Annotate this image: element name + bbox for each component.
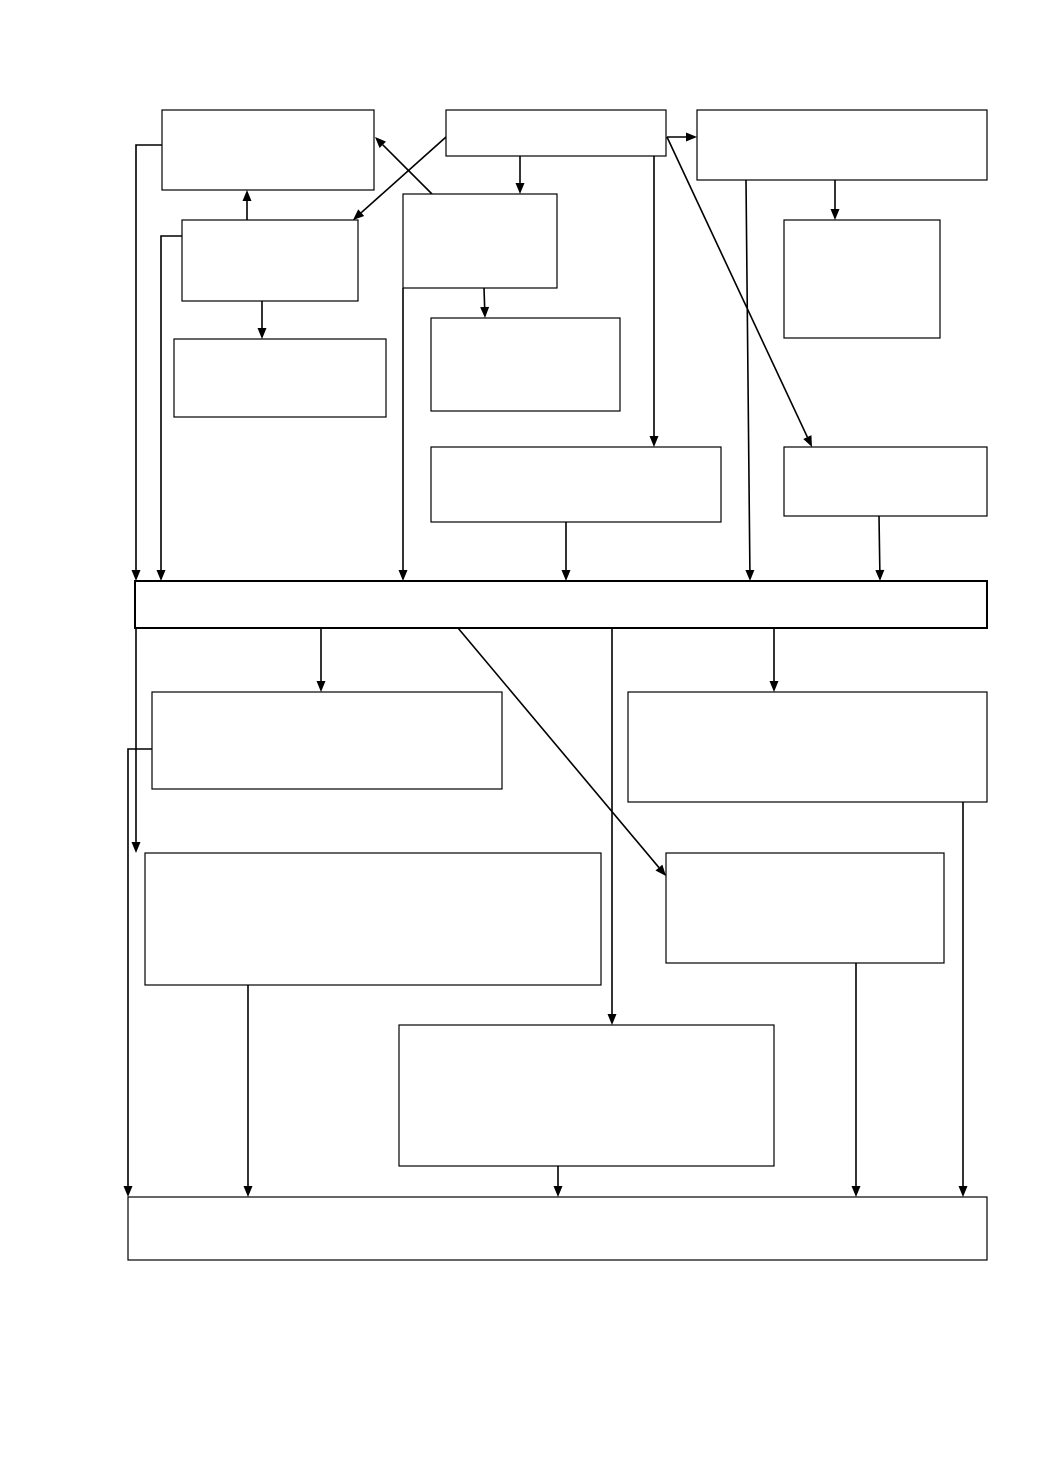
- arrowhead-icon: [875, 569, 885, 581]
- node-n3: [696, 109, 988, 181]
- node-box-n8: [783, 219, 941, 339]
- arrowhead-icon: [375, 137, 386, 148]
- nodes-layer: [127, 109, 988, 1261]
- arrowhead-icon: [553, 1186, 563, 1197]
- arrowhead-icon: [745, 569, 755, 581]
- node-n17: [127, 1196, 988, 1261]
- edge-n13-to-n17: [958, 802, 968, 1197]
- node-box-n9: [430, 446, 722, 523]
- node-n4: [181, 219, 359, 302]
- node-n1: [161, 109, 375, 191]
- arrowhead-icon: [655, 864, 666, 876]
- edge-n2-to-n1: [353, 136, 447, 220]
- arrowhead-icon: [515, 183, 525, 194]
- edge-n4-to-n1: [242, 190, 252, 220]
- node-box-n13: [627, 691, 988, 803]
- edge-n3-to-n8: [830, 180, 840, 220]
- node-n6: [173, 338, 387, 418]
- node-box-n5: [402, 193, 558, 289]
- node-box-n1: [161, 109, 375, 191]
- node-n14: [144, 852, 602, 986]
- node-n12: [151, 691, 503, 790]
- arrowhead-icon: [243, 1186, 253, 1197]
- node-box-n12: [151, 691, 503, 790]
- edge-n11-to-n12: [316, 628, 326, 692]
- arrowhead-icon: [257, 328, 267, 339]
- node-n13: [627, 691, 988, 803]
- edge-line: [878, 515, 881, 571]
- arrowhead-icon: [398, 570, 408, 581]
- edge-n15-to-n17: [851, 963, 861, 1197]
- node-n5: [402, 193, 558, 289]
- node-box-n15: [665, 852, 945, 964]
- edge-n11-to-n14: [131, 628, 141, 853]
- arrowhead-icon: [316, 681, 326, 692]
- edge-line: [483, 287, 486, 308]
- node-n15: [665, 852, 945, 964]
- node-n9: [430, 446, 722, 523]
- node-box-n14: [144, 852, 602, 986]
- node-box-n16: [398, 1024, 775, 1167]
- edge-n10-to-n11: [875, 515, 885, 581]
- edge-n11-to-n13: [769, 628, 779, 692]
- arrowhead-icon: [353, 209, 365, 220]
- edge-n4-to-n11: [156, 235, 182, 581]
- edge-n12-to-n17: [123, 748, 152, 1197]
- node-box-n7: [430, 317, 621, 412]
- edge-line: [666, 136, 809, 438]
- edge-n5-to-n11: [398, 288, 408, 581]
- edge-n2-to-n5: [515, 156, 525, 194]
- node-box-n3: [696, 109, 988, 181]
- node-n8: [783, 219, 941, 339]
- edge-line: [127, 748, 152, 1186]
- edge-line: [745, 179, 751, 571]
- edges-layer: [123, 132, 968, 1197]
- arrowhead-icon: [649, 436, 659, 447]
- edge-n14-to-n17: [243, 985, 253, 1197]
- node-box-n2: [445, 109, 667, 157]
- edge-line: [360, 136, 447, 214]
- edge-line: [382, 144, 433, 195]
- node-box-n10: [783, 446, 988, 517]
- edge-n2-to-n10: [666, 136, 812, 447]
- arrowhead-icon: [851, 1186, 861, 1197]
- edge-line: [457, 627, 660, 869]
- node-box-n11: [134, 580, 988, 629]
- arrowhead-icon: [131, 842, 141, 853]
- arrowhead-icon: [830, 209, 840, 220]
- arrowhead-icon: [123, 1186, 133, 1197]
- node-n10: [783, 446, 988, 517]
- arrowhead-icon: [769, 681, 779, 692]
- arrowhead-icon: [958, 1186, 968, 1197]
- edge-n16-to-n17: [553, 1166, 563, 1197]
- edge-n11-to-n15: [457, 627, 666, 876]
- edge-n2-to-n4: [375, 137, 433, 195]
- edge-n9-to-n11: [561, 522, 571, 581]
- arrowhead-icon: [686, 132, 697, 142]
- edge-n2-to-n3: [667, 132, 697, 142]
- arrowhead-icon: [561, 570, 571, 581]
- node-n7: [430, 317, 621, 412]
- arrowhead-icon: [480, 306, 490, 318]
- node-box-n4: [181, 219, 359, 302]
- edge-n11-to-n16: [607, 628, 617, 1025]
- arrowhead-icon: [156, 570, 166, 581]
- arrowhead-icon: [131, 570, 141, 581]
- node-n2: [445, 109, 667, 157]
- edge-n5-to-n7: [480, 287, 490, 318]
- edge-line: [160, 235, 182, 570]
- arrowhead-icon: [607, 1014, 617, 1025]
- node-n11: [134, 580, 988, 629]
- edge-n4-to-n6: [257, 301, 267, 339]
- edge-line: [135, 144, 162, 570]
- arrowhead-icon: [803, 435, 812, 447]
- node-box-n6: [173, 338, 387, 418]
- edge-n3-to-n11: [745, 179, 755, 581]
- edge-n2-to-n9: [649, 156, 659, 447]
- arrowhead-icon: [242, 190, 252, 201]
- edge-n1-to-n11: [131, 144, 162, 581]
- node-box-n17: [127, 1196, 988, 1261]
- node-n16: [398, 1024, 775, 1167]
